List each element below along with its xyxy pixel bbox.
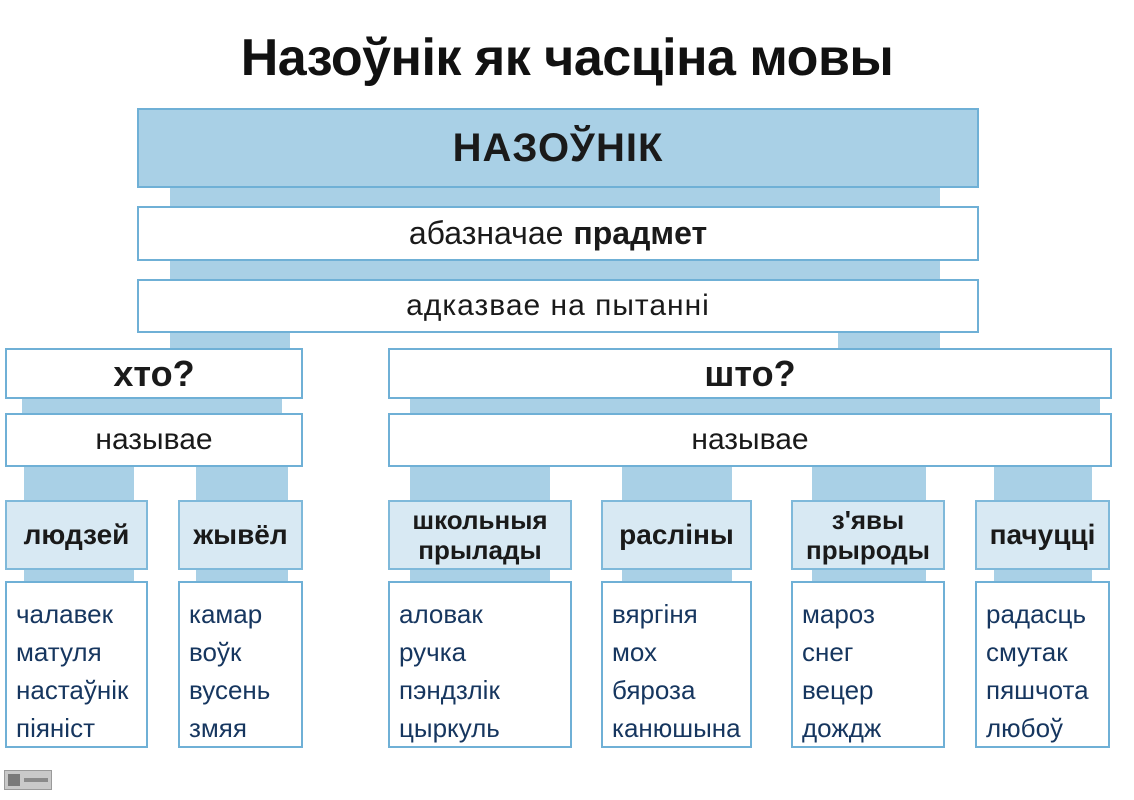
- connector-right-branch: [838, 331, 940, 350]
- question-label-what: што?: [704, 352, 796, 394]
- connector-verb-cat-3: [410, 465, 550, 502]
- list-item: вусень: [189, 675, 271, 705]
- list-item: смутак: [986, 637, 1068, 667]
- word-list-people: чалавек матуля настаўнік піяніст: [5, 581, 148, 748]
- connector-verb-cat-5: [812, 465, 926, 502]
- question-box-what: што?: [388, 348, 1112, 399]
- connector-cat-words-4: [622, 568, 732, 582]
- category-label-plants: расліны: [619, 519, 734, 550]
- category-label-nature-phenomena: з'явы прыроды: [806, 505, 930, 565]
- connector-verb-cat-1: [24, 465, 134, 502]
- list-item: настаўнік: [16, 675, 129, 705]
- category-box-nature-phenomena: з'явы прыроды: [791, 500, 945, 570]
- page-title: Назоўнік як часціна мовы: [240, 29, 894, 87]
- connector-verb-cat-4: [622, 465, 732, 502]
- list-item: пэндзлік: [399, 675, 500, 705]
- header-box: НАЗОЎНІК: [137, 108, 979, 188]
- definition-prefix: абазначае: [408, 215, 564, 251]
- definition-bold: прадмет: [573, 215, 708, 251]
- connector-right-question-verb: [410, 397, 1100, 415]
- verb-box-who: называе: [5, 413, 303, 467]
- list-item: любоў: [986, 713, 1064, 743]
- list-item: піяніст: [16, 713, 95, 743]
- list-item: ручка: [399, 637, 467, 667]
- list-item: пяшчота: [986, 675, 1089, 705]
- category-label-school-supplies: школьныя прылады: [412, 505, 548, 565]
- category-label-animals: жывёл: [193, 519, 288, 550]
- connector-left-branch: [170, 331, 290, 350]
- list-item: канюшына: [612, 713, 741, 743]
- connector-verb-cat-2: [196, 465, 288, 502]
- list-item: вецер: [802, 675, 874, 705]
- connector-verb-cat-6: [994, 465, 1092, 502]
- verb-box-what: называе: [388, 413, 1112, 467]
- publisher-logo: [4, 770, 52, 790]
- verb-label-who: называе: [95, 423, 213, 456]
- list-item: чалавек: [16, 599, 113, 629]
- connector-cat-words-3: [410, 568, 550, 582]
- list-item: дождж: [802, 713, 882, 743]
- category-box-school-supplies: школьныя прылады: [388, 500, 572, 570]
- question-box-who: хто?: [5, 348, 303, 399]
- word-list-feelings: радасць смутак пяшчота любоў: [975, 581, 1110, 748]
- list-item: снег: [802, 637, 854, 667]
- category-label-people: людзей: [23, 519, 130, 550]
- question-line-box: адказвае на пытанні: [137, 279, 979, 333]
- list-item: радасць: [986, 599, 1086, 629]
- category-label-feelings: пачуцці: [989, 519, 1096, 550]
- connector-cat-words-5: [812, 568, 926, 582]
- list-item: аловак: [399, 599, 483, 629]
- connector-cat-words-2: [196, 568, 288, 582]
- connector-left-question-verb: [22, 397, 282, 415]
- connector-definition-question: [170, 259, 940, 281]
- list-item: матуля: [16, 637, 102, 667]
- header-label: НАЗОЎНІК: [452, 125, 664, 170]
- list-item: цыркуль: [399, 713, 500, 743]
- list-item: мароз: [802, 599, 875, 629]
- category-box-feelings: пачуцці: [975, 500, 1110, 570]
- verb-label-what: называе: [691, 423, 809, 456]
- connector-header-definition: [170, 186, 940, 208]
- connector-cat-words-1: [24, 568, 134, 582]
- list-item: воўк: [189, 637, 242, 667]
- list-item: камар: [189, 599, 263, 629]
- definition-box: абазначае прадмет: [137, 206, 979, 261]
- question-line-label: адказвае на пытанні: [406, 289, 710, 322]
- list-item: вяргіня: [612, 599, 698, 629]
- category-box-animals: жывёл: [178, 500, 303, 570]
- connector-cat-words-6: [994, 568, 1092, 582]
- category-box-people: людзей: [5, 500, 148, 570]
- category-box-plants: расліны: [601, 500, 752, 570]
- list-item: мох: [612, 637, 658, 667]
- list-item: змяя: [189, 713, 247, 743]
- word-list-plants: вяргіня мох бяроза канюшына: [601, 581, 752, 748]
- word-list-animals: камар воўк вусень змяя: [178, 581, 303, 748]
- list-item: бяроза: [612, 675, 696, 705]
- question-label-who: хто?: [113, 352, 195, 394]
- word-list-nature-phenomena: мароз снег вецер дождж: [791, 581, 945, 748]
- word-list-school-supplies: аловак ручка пэндзлік цыркуль: [388, 581, 572, 748]
